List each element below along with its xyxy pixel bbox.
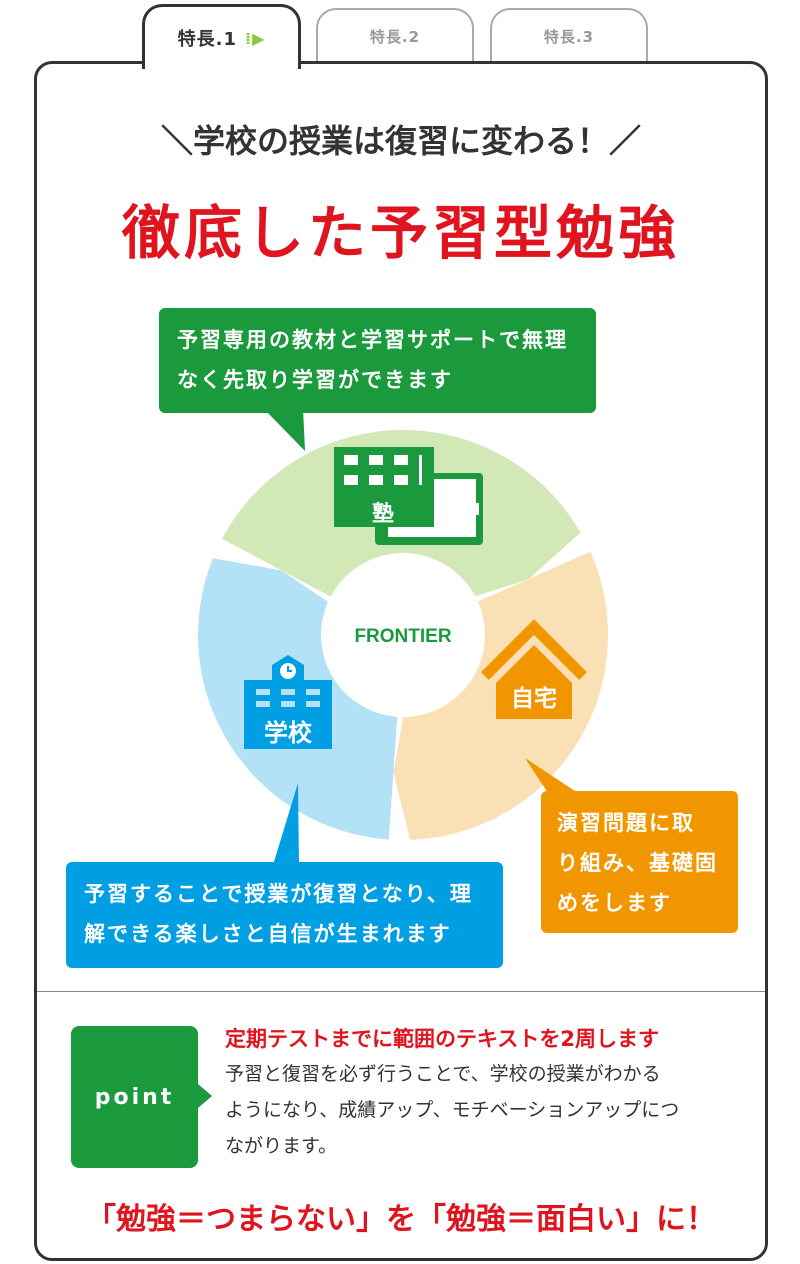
point-body-line: ようになり、成績アップ、モチベーションアップにつ — [225, 1099, 680, 1121]
subtitle: ＼学校の授業は復習に変わる！／ — [160, 122, 641, 160]
juku-bubble: 予習専用の教材と学習サポートで無理 なく先取り学習ができます — [159, 308, 596, 413]
bubble-line: 演習問題に取 — [557, 811, 695, 835]
page-title: 徹底した予習型勉強 — [121, 199, 680, 267]
bubble-line: 予習することで授業が復習となり、理 — [84, 882, 473, 906]
school-bubble: 予習することで授業が復習となり、理 解できる楽しさと自信が生まれます — [66, 862, 503, 968]
bubble-line: り組み、基礎固 — [557, 851, 718, 875]
point-badge: point — [71, 1026, 212, 1168]
juku-icon: 塾 — [334, 447, 483, 545]
frontier-logo: FRONTIER — [354, 626, 451, 647]
tab-feature-3[interactable]: 特長.3 — [490, 8, 648, 62]
home-bubble-tail — [525, 758, 578, 793]
tab-label: 特長.3 — [543, 27, 595, 46]
center-circle — [321, 553, 485, 717]
school-icon: 学校 — [244, 655, 332, 749]
point-label: point — [94, 1084, 175, 1110]
point-headline: 定期テストまでに範囲のテキストを2周します — [225, 1027, 659, 1051]
home-bubble: 演習問題に取 り組み、基礎固 めをします — [541, 791, 738, 933]
tab-feature-2[interactable]: 特長.2 — [316, 8, 474, 62]
point-body-line: 予習と復習を必ず行うことで、学校の授業がわかる — [225, 1063, 661, 1085]
bubble-line: 解できる楽しさと自信が生まれます — [84, 922, 452, 946]
tab-label: 特長.1 — [177, 29, 237, 50]
cycle-diagram: FRONTIER 塾 自宅 学校 — [198, 408, 608, 865]
school-bubble-tail — [273, 783, 299, 865]
divider — [37, 991, 765, 992]
bubble-line: なく先取り学習ができます — [177, 368, 453, 392]
megaphone-icon: ⁞▶ — [244, 28, 266, 48]
tab-label: 特長.2 — [369, 27, 421, 46]
slogan: 「勉強＝つまらない」を「勉強＝面白い」に！ — [86, 1202, 716, 1237]
point-text: 定期テストまでに範囲のテキストを2周します 予習と復習を必ず行うことで、学校の授… — [225, 1022, 745, 1164]
feature-panel: ＼学校の授業は復習に変わる！／ 徹底した予習型勉強 FRONTIER 塾 自宅 … — [34, 61, 768, 1261]
point-body-line: ながります。 — [225, 1135, 338, 1157]
home-icon: 自宅 — [481, 619, 587, 719]
school-label: 学校 — [264, 719, 313, 747]
juku-label: 塾 — [372, 501, 394, 527]
home-label: 自宅 — [511, 685, 557, 712]
tab-feature-1[interactable]: 特長.1 ⁞▶ — [142, 4, 301, 69]
bubble-line: めをします — [557, 891, 672, 915]
bubble-line: 予習専用の教材と学習サポートで無理 — [177, 328, 568, 352]
juku-bubble-tail — [263, 408, 305, 451]
